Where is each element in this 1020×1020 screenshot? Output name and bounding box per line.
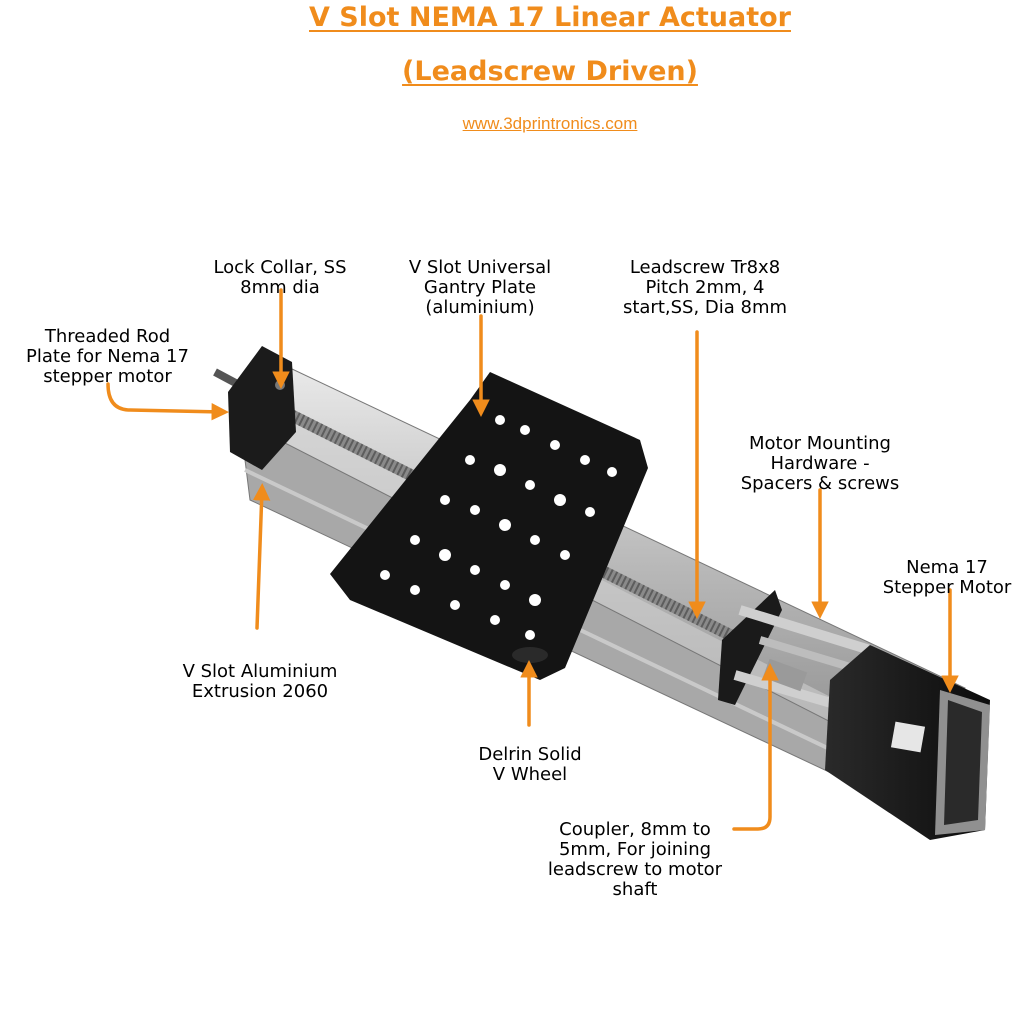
page-subtitle: (Leadscrew Driven) [402,56,698,87]
callout-arrows [106,288,959,831]
gantry-plate [330,372,648,680]
stepper-motor [825,645,990,840]
motor-mount [718,590,872,715]
delrin-wheel [512,647,548,663]
page-title: V Slot NEMA 17 Linear Actuator [309,2,791,33]
website-link[interactable]: www.3dprintronics.com [462,114,638,133]
